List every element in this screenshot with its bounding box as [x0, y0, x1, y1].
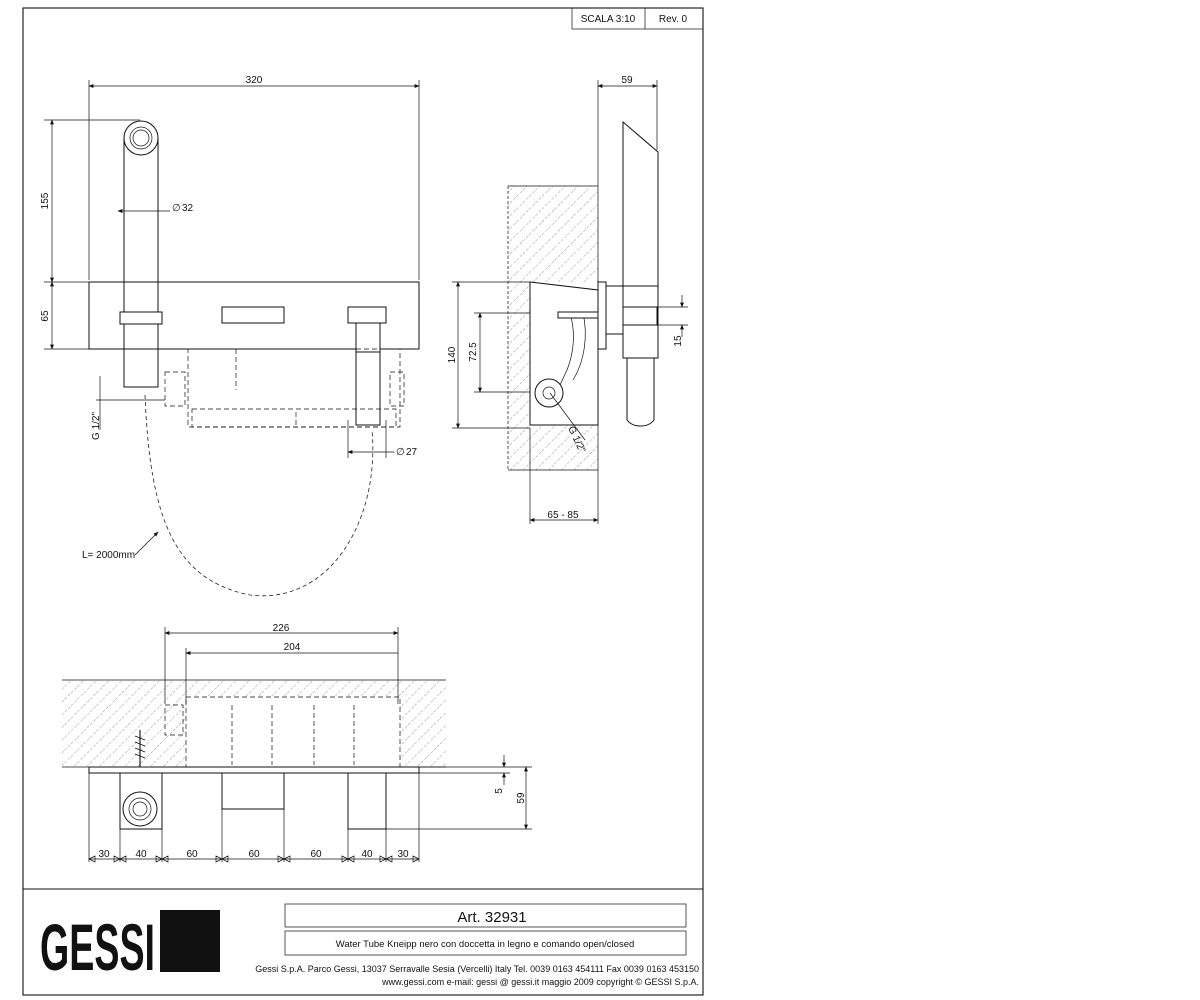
- thread-front: G 1/2": [91, 412, 102, 440]
- article-number: Art. 32931: [457, 909, 526, 926]
- dim-box-inner: 204: [284, 642, 301, 653]
- segment-4: 60: [248, 849, 260, 860]
- shower-hose: [144, 394, 374, 597]
- segment-6: 40: [361, 849, 373, 860]
- dim-plan-depth: 59: [516, 792, 527, 804]
- dim-side-height: 140: [447, 346, 458, 363]
- shower-holder-slot: [221, 306, 285, 324]
- plan-shower-holder: [221, 772, 285, 810]
- revision-label: Rev. 0: [659, 14, 688, 25]
- dim-plan-plate: 5: [494, 788, 505, 794]
- side-view: 59 140 72.5: [447, 75, 688, 524]
- scale-box: SCALA 3:10 Rev. 0: [571, 7, 704, 30]
- control-knob: [347, 306, 387, 426]
- sheet-border: [22, 7, 704, 996]
- dim-side-plate: 15: [673, 335, 684, 347]
- segment-3: 60: [186, 849, 198, 860]
- dim-tube-diameter: 32: [182, 203, 194, 214]
- dim-height-plate: 65: [40, 310, 51, 322]
- dim-side-offset: 72.5: [468, 342, 479, 362]
- hose-length-label: L= 2000mm: [82, 550, 135, 561]
- segment-dimensions: 30 40 60 60 60 40 30: [88, 773, 420, 863]
- segment-7: 30: [397, 849, 409, 860]
- segment-5: 60: [310, 849, 322, 860]
- in-wall-body-side: [529, 281, 599, 426]
- product-description: Water Tube Kneipp nero con doccetta in l…: [336, 939, 635, 950]
- wall-screw: [134, 730, 146, 767]
- front-view: 320 155 65 ∅ 32: [40, 75, 420, 597]
- in-wall-box-hidden: [164, 348, 405, 428]
- company-address: Gessi S.p.A. Parco Gessi, 13037 Serraval…: [255, 964, 699, 974]
- gessi-logo: GESSI: [40, 910, 155, 984]
- segment-1: 30: [98, 849, 110, 860]
- dim-width-overall: 320: [246, 75, 263, 86]
- segment-2: 40: [135, 849, 147, 860]
- dim-wall-range: 65 - 85: [547, 510, 579, 521]
- diameter-symbol-32: ∅: [172, 203, 181, 214]
- dim-knob-diameter: 27: [406, 447, 418, 458]
- scale-label: SCALA 3:10: [581, 14, 636, 25]
- dim-side-depth: 59: [621, 75, 633, 86]
- title-block: GESSI Art. 32931 Water Tube Kneipp nero …: [40, 903, 699, 987]
- tube-side: [616, 120, 659, 427]
- company-web: www.gessi.com e-mail: gessi @ gessi.it m…: [381, 977, 699, 987]
- logo-block: [160, 910, 220, 972]
- plan-knob: [347, 772, 387, 830]
- diameter-symbol-27: ∅: [396, 447, 405, 458]
- dim-height-tube: 155: [40, 192, 51, 209]
- plan-plate: [88, 766, 420, 774]
- dim-box-outer: 226: [273, 623, 290, 634]
- plan-view: 226 204 5 59: [62, 623, 532, 863]
